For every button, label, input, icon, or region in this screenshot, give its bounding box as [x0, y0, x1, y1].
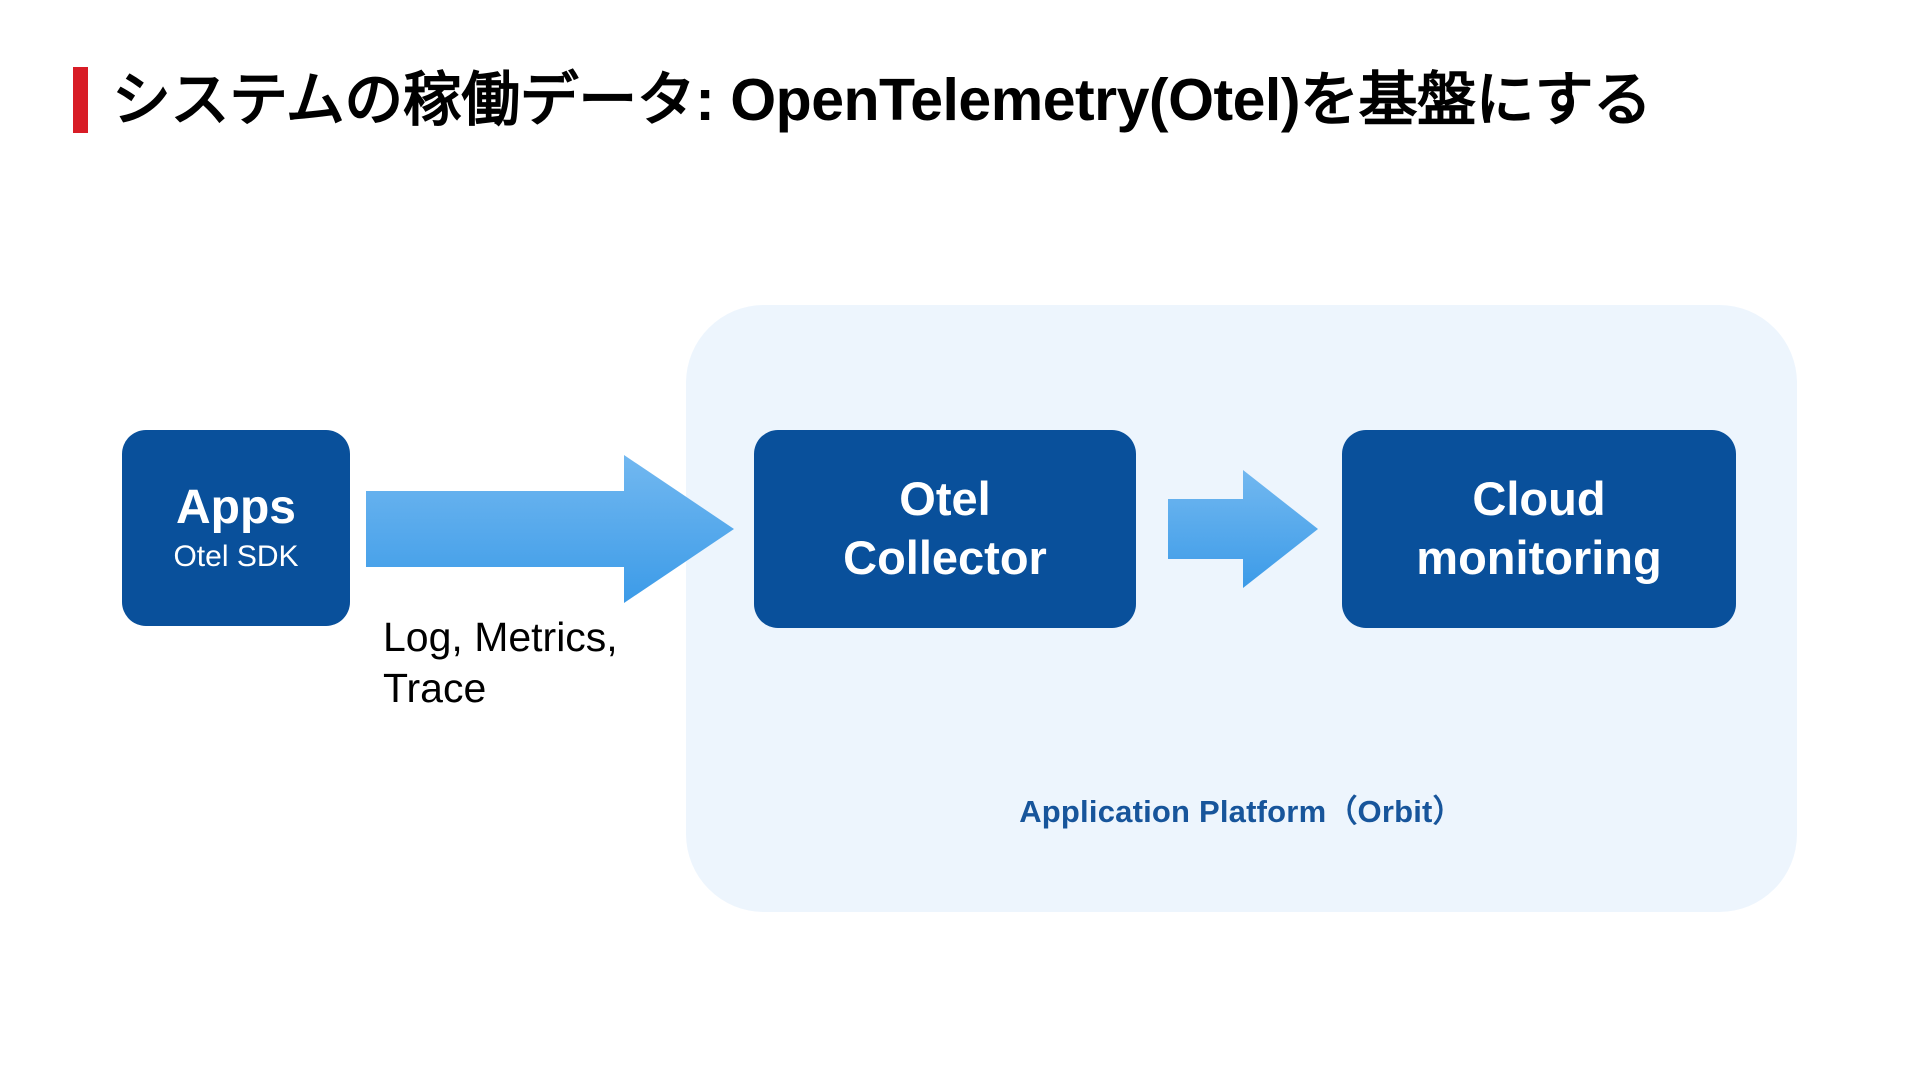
arrow-collector-to-cloud-icon: [1168, 470, 1318, 588]
node-cloud-line2: monitoring: [1416, 531, 1662, 584]
title-row: システムの稼働データ: OpenTelemetry(Otel)を基盤にする: [73, 52, 1652, 148]
flow-label-line1: Log, Metrics,: [383, 614, 618, 660]
node-cloud-line1: Cloud: [1472, 472, 1606, 526]
node-collector-line1: Otel: [899, 472, 991, 526]
arrow-apps-to-collector-icon: [366, 455, 734, 603]
node-apps-subtitle: Otel SDK: [173, 540, 299, 573]
title-accent-bar: [73, 67, 88, 133]
node-apps-title: Apps: [176, 481, 296, 534]
node-box-otel-collector[interactable]: Otel Collector: [754, 430, 1136, 628]
page-title: システムの稼働データ: OpenTelemetry(Otel)を基盤にする: [112, 66, 1652, 133]
flow-label-log-metrics-trace: Log, Metrics, Trace: [383, 612, 683, 715]
node-box-cloud-monitoring[interactable]: Cloud monitoring: [1342, 430, 1736, 628]
application-platform-label: Application Platform（Orbit）: [1019, 794, 1464, 829]
flow-label-line2: Trace: [383, 665, 487, 712]
node-box-apps[interactable]: Apps Otel SDK: [122, 430, 350, 626]
node-collector-line2: Collector: [843, 531, 1047, 584]
